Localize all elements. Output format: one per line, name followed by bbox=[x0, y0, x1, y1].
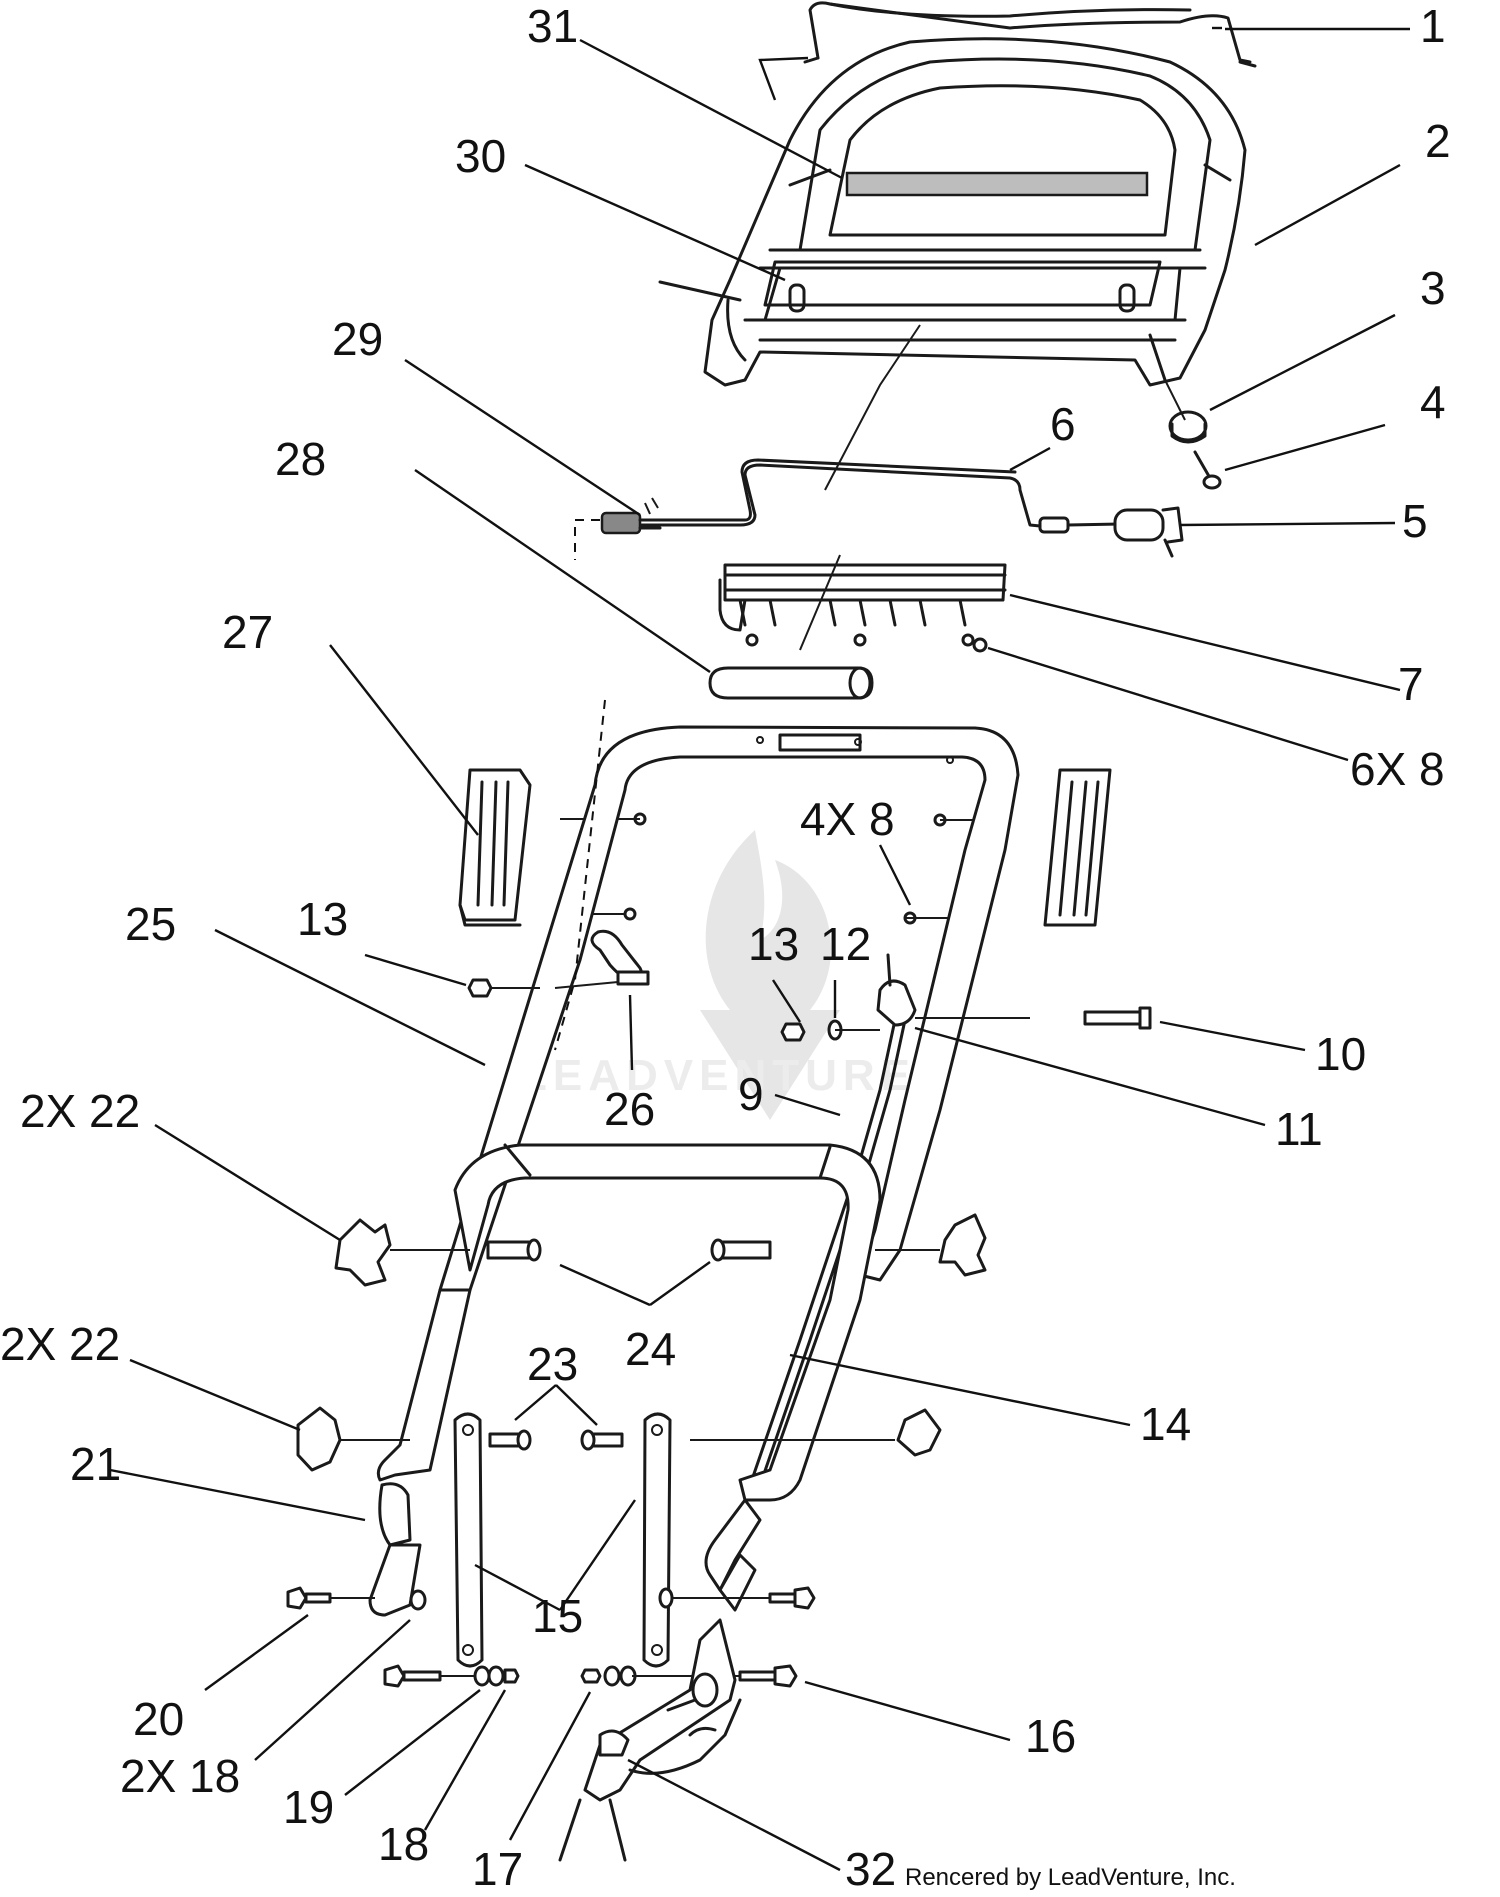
part-16-bolt-upper bbox=[658, 1586, 816, 1610]
part-32-deck-bracket bbox=[558, 1618, 742, 1862]
callout-15: 15 bbox=[532, 1590, 583, 1642]
part-18-washer-left bbox=[409, 1589, 427, 1611]
callout-30: 30 bbox=[455, 130, 506, 182]
part-31-decal bbox=[845, 171, 1149, 197]
part-24-bolt-left bbox=[486, 1238, 542, 1262]
part-10-bolt bbox=[915, 1006, 1152, 1030]
watermark: LEADVENTURE bbox=[520, 830, 916, 1120]
part-13-nut-right bbox=[780, 1022, 806, 1042]
part-15-link-right bbox=[642, 1412, 672, 1668]
part-27-side-grip-right bbox=[1043, 768, 1112, 927]
part-7-control-bar bbox=[718, 563, 1007, 647]
part-26-cable-tie bbox=[554, 929, 650, 989]
leader-lines bbox=[109, 26, 1410, 1872]
part-22-knob-upper-right bbox=[875, 1213, 987, 1277]
callout-3: 3 bbox=[1420, 262, 1446, 314]
callout-7: 7 bbox=[1398, 658, 1424, 710]
callout-6x8: 6X 8 bbox=[1350, 743, 1445, 795]
callout-32: 32 bbox=[845, 1843, 896, 1895]
callout-5: 5 bbox=[1402, 495, 1428, 547]
callout-16: 16 bbox=[1025, 1710, 1076, 1762]
callout-4: 4 bbox=[1420, 376, 1446, 428]
part-22-knob-lower-right bbox=[690, 1408, 942, 1457]
part-22-knob-lower-left bbox=[296, 1406, 410, 1472]
part-lower-handle-right bbox=[704, 1498, 762, 1612]
callout-14: 14 bbox=[1140, 1398, 1191, 1450]
part-1-bail-rod bbox=[803, 1, 1257, 68]
callout-28: 28 bbox=[275, 433, 326, 485]
callout-27: 27 bbox=[222, 606, 273, 658]
part-21-lower-handle-left bbox=[368, 1288, 472, 1617]
part-25-upper-handle bbox=[438, 725, 1020, 1292]
part-11-cable-guide bbox=[876, 953, 917, 1027]
part-22-knob-upper-left bbox=[334, 1218, 470, 1287]
callout-4x8: 4X 8 bbox=[800, 793, 895, 845]
part-27-side-grip-left bbox=[458, 768, 532, 927]
callout-25: 25 bbox=[125, 898, 176, 950]
callout-11: 11 bbox=[1275, 1103, 1323, 1155]
callout-1: 1 bbox=[1420, 0, 1446, 52]
callout-13-right: 13 bbox=[748, 918, 799, 970]
part-15-link-left bbox=[453, 1412, 484, 1668]
callout-20: 20 bbox=[133, 1693, 184, 1745]
callout-6: 6 bbox=[1050, 398, 1076, 450]
callout-26: 26 bbox=[604, 1083, 655, 1135]
callout-13-left: 13 bbox=[297, 893, 348, 945]
callout-2x18: 2X 18 bbox=[120, 1750, 240, 1802]
part-17-nut bbox=[580, 1665, 740, 1687]
part-20-bolt bbox=[286, 1586, 375, 1610]
callout-31: 31 bbox=[527, 0, 578, 52]
part-23-bolt-left bbox=[488, 1429, 532, 1451]
credit-text: Rencered by LeadVenture, Inc. bbox=[905, 1864, 1236, 1891]
part-2-upper-console bbox=[703, 37, 1247, 387]
callout-24: 24 bbox=[625, 1323, 676, 1375]
part-12-washer bbox=[827, 1019, 880, 1041]
callout-12: 12 bbox=[820, 918, 871, 970]
callout-labels: 1 2 3 4 5 6 7 6X 8 4X 8 9 10 11 12 13 13… bbox=[0, 0, 1451, 1895]
callout-2: 2 bbox=[1425, 115, 1451, 167]
part-14-lower-handle bbox=[453, 1143, 882, 1502]
callout-17: 17 bbox=[472, 1843, 523, 1895]
part-30-decal bbox=[763, 260, 1162, 307]
part-18-washer-mid bbox=[473, 1665, 520, 1687]
callout-2x22-lower: 2X 22 bbox=[0, 1318, 120, 1370]
part-29-spring bbox=[600, 497, 662, 535]
part-3-bushing bbox=[1164, 379, 1208, 444]
part-5-cable-end bbox=[1113, 506, 1184, 558]
part-4-screw bbox=[1193, 450, 1222, 490]
part-28-grip-sleeve bbox=[708, 666, 874, 700]
callout-19: 19 bbox=[283, 1781, 334, 1833]
part-13-nut-left bbox=[467, 978, 540, 998]
callout-2x22-upper: 2X 22 bbox=[20, 1085, 140, 1137]
part-6-control-rod bbox=[638, 280, 1122, 534]
part-19-bolt bbox=[383, 1664, 480, 1688]
part-16-bolt bbox=[738, 1664, 798, 1688]
watermark-text: LEADVENTURE bbox=[520, 1051, 916, 1100]
part-24-bolt-right bbox=[710, 1238, 772, 1262]
callout-9: 9 bbox=[738, 1068, 764, 1120]
callout-18: 18 bbox=[378, 1818, 429, 1870]
callout-21: 21 bbox=[70, 1438, 121, 1490]
callout-29: 29 bbox=[332, 313, 383, 365]
part-23-bolt-right bbox=[580, 1429, 624, 1451]
callout-10: 10 bbox=[1315, 1028, 1366, 1080]
callout-23: 23 bbox=[527, 1338, 578, 1390]
